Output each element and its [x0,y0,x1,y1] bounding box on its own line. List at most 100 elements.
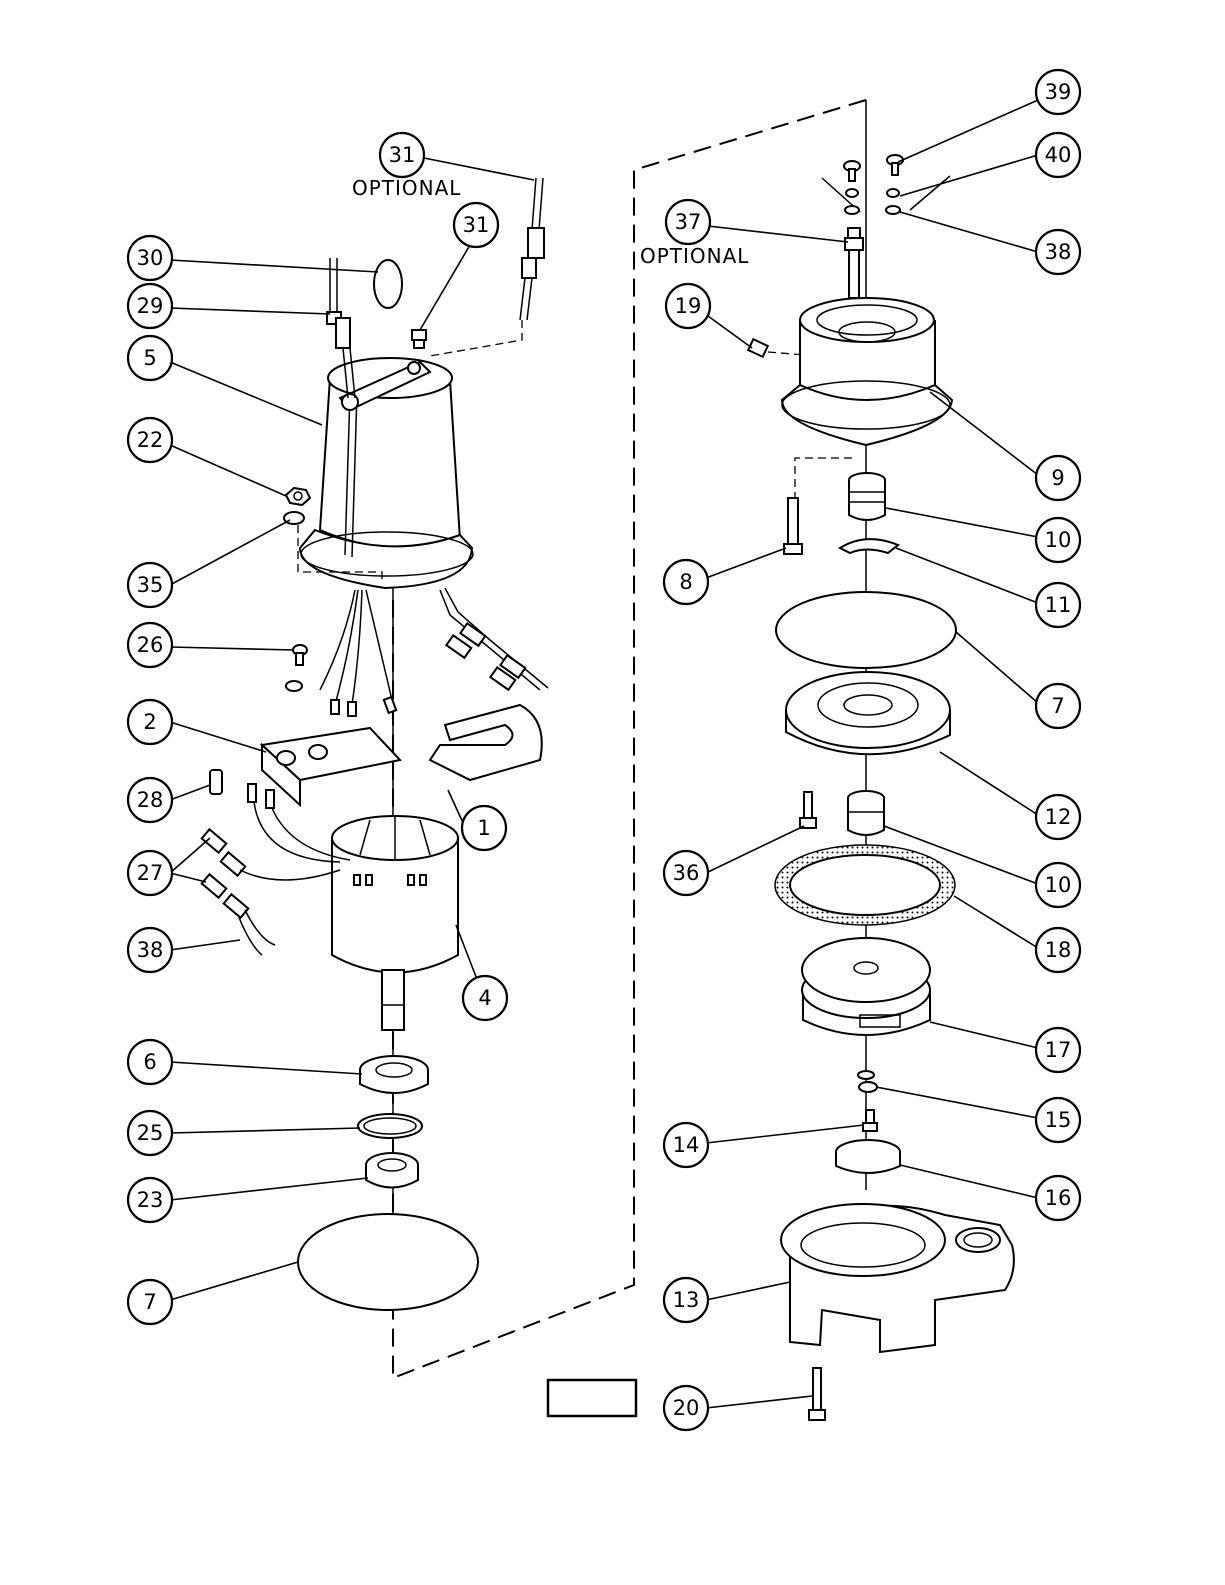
washers-15 [858,1071,877,1092]
bolt-path-8 [795,458,855,500]
svg-text:22: 22 [137,428,164,452]
mechanical-seal-10-lower [848,791,884,835]
callout-bubble: 25 [128,1111,172,1155]
callout-bubble: 19 [666,284,710,328]
svg-text:23: 23 [137,1188,164,1212]
callout-bubble: 8 [664,560,708,604]
svg-text:28: 28 [137,788,164,812]
fitting-37 [845,228,863,298]
svg-text:12: 12 [1045,805,1072,829]
callout-bubble: 17 [1036,1028,1080,1072]
callout-bubble: 28 [128,778,172,822]
optional-note-37: OPTIONAL [640,244,749,268]
callout-bubble: 37 [666,200,710,244]
callout-bubble: 26 [128,623,172,667]
callout-bubble: 35 [128,563,172,607]
callout-bubble: 6 [128,1040,172,1084]
screw-26 [293,645,307,665]
seal-housing-9 [782,298,952,445]
svg-text:13: 13 [673,1288,700,1312]
svg-text:27: 27 [137,861,164,885]
callout-bubble: 4 [463,976,507,1020]
callout-bubble: 1 [462,806,506,850]
svg-text:9: 9 [1051,466,1064,490]
svg-text:31: 31 [463,213,490,237]
gasket-18 [775,845,955,925]
svg-text:7: 7 [143,1290,156,1314]
callout-bubble: 11 [1036,583,1080,627]
callout-bubble: 10 [1036,518,1080,562]
svg-text:36: 36 [673,861,700,885]
optional-cord-31 [520,178,544,320]
callout-bubble: 18 [1036,928,1080,972]
svg-text:10: 10 [1045,528,1072,552]
callout-bubble: 15 [1036,1098,1080,1142]
callout-bubble: 7 [128,1280,172,1324]
callout-bubble: 9 [1036,456,1080,500]
svg-text:2: 2 [143,710,156,734]
svg-text:37: 37 [675,210,702,234]
callout-bubble: 23 [128,1178,172,1222]
callout-bubble: 31 [380,133,424,177]
svg-text:35: 35 [137,573,164,597]
motor-4 [332,816,458,1030]
svg-text:19: 19 [675,294,702,318]
callout-bubble: 5 [128,336,172,380]
capacitor-leads-27 [202,784,350,955]
o-ring-7-right [776,592,956,668]
svg-text:1: 1 [477,816,490,840]
float-switch-hardware [822,155,950,214]
ring-25 [358,1114,422,1138]
svg-text:30: 30 [137,246,164,270]
capacitor-2 [262,728,400,805]
svg-text:20: 20 [673,1396,700,1420]
callout-bubble: 7 [1036,684,1080,728]
callout-bubble: 30 [128,236,172,280]
svg-text:38: 38 [137,938,164,962]
callout-bubble: 40 [1036,133,1080,177]
seal-6 [360,1056,428,1093]
callout-bubble: 2 [128,700,172,744]
volute-13 [781,1204,1014,1352]
optional-cord-path [430,320,522,356]
mechanical-seal-10-upper [849,473,885,520]
callout-bubble: 29 [128,284,172,328]
svg-text:25: 25 [137,1121,164,1145]
bearing-23 [366,1153,418,1188]
cord-loop-30 [374,260,402,308]
callout-bubble: 14 [664,1123,708,1167]
callout-bubble: 27 [128,851,172,895]
svg-text:4: 4 [478,986,491,1010]
callout-bubble: 13 [664,1278,708,1322]
svg-text:29: 29 [137,294,164,318]
svg-text:39: 39 [1045,80,1072,104]
svg-text:6: 6 [143,1050,156,1074]
svg-text:16: 16 [1045,1186,1072,1210]
nut-22 [286,488,310,505]
callout-bubble: 10 [1036,863,1080,907]
callout-bubble: 16 [1036,1176,1080,1220]
callout-bubble: 38 [1036,230,1080,274]
bolt-20 [809,1368,825,1420]
optional-note-31: OPTIONAL [352,176,461,200]
svg-text:5: 5 [143,346,156,370]
svg-text:15: 15 [1045,1108,1072,1132]
figure-label-box [548,1380,636,1416]
svg-text:18: 18 [1045,938,1072,962]
svg-text:11: 11 [1045,593,1072,617]
motor-leads [286,588,548,716]
svg-text:40: 40 [1045,143,1072,167]
svg-text:31: 31 [389,143,416,167]
svg-text:10: 10 [1045,873,1072,897]
motor-housing-5 [300,358,473,588]
callout-bubble: 20 [664,1386,708,1430]
snap-ring-11 [840,539,898,553]
wear-ring-16 [836,1140,900,1173]
bolt-36 [800,792,816,828]
seal-plate-12 [786,672,950,754]
svg-text:7: 7 [1051,694,1064,718]
bracket-1 [430,705,542,780]
bolt-8 [784,498,802,554]
svg-text:14: 14 [673,1133,700,1157]
